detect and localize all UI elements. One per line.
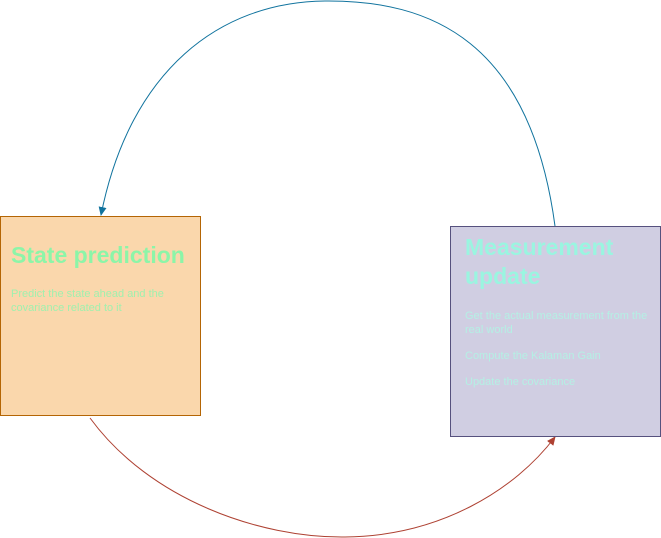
measurement-update-body-line: Get the actual measurement from the real…	[465, 310, 648, 336]
edge-state-to-measurement[interactable]	[89, 417, 556, 538]
measurement-update-body: Get the actual measurement from the real…	[465, 309, 652, 389]
edge-measurement-to-state[interactable]	[98, 0, 556, 227]
measurement-update-body-line: Update the covariance	[465, 376, 576, 388]
measurement-update-title: Measurement update	[465, 234, 614, 289]
state-prediction-body-line: Predict the state ahead and the covarian…	[11, 288, 164, 314]
measurement-update-body-line: Compute the Kalaman Gain	[465, 350, 601, 362]
state-prediction-node[interactable]: State prediction Predict the state ahead…	[0, 216, 201, 416]
state-prediction-title: State prediction	[11, 242, 185, 268]
measurement-update-node[interactable]: Measurement update Get the actual measur…	[450, 226, 661, 437]
state-prediction-body: Predict the state ahead and the covarian…	[11, 287, 192, 315]
